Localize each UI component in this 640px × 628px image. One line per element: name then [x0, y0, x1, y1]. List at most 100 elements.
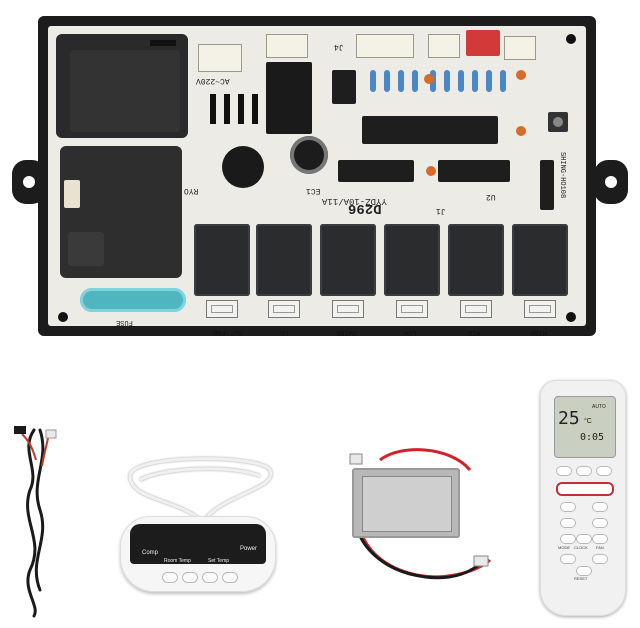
resistor	[486, 70, 492, 92]
header-connector	[266, 34, 308, 58]
remote-mode-label: MODE	[558, 545, 570, 550]
remote-temperature: 25	[558, 408, 580, 429]
mounting-ear-left	[12, 160, 46, 204]
display-power-label: Power	[240, 546, 258, 552]
display-pin-header	[540, 160, 554, 210]
relay-mid	[448, 224, 504, 296]
relay-low	[384, 224, 440, 296]
remote-reset-label: RESET	[574, 576, 588, 581]
remote-key[interactable]	[576, 466, 592, 476]
remote-clock-label: CLOCK	[574, 545, 588, 550]
microcontroller-chip	[362, 116, 498, 144]
remote-power-button[interactable]	[556, 482, 614, 496]
transformer	[352, 468, 460, 538]
resistor	[500, 70, 506, 92]
switch-button-cap[interactable]	[553, 117, 563, 127]
remote-key[interactable]	[560, 502, 576, 512]
relay-terminal-low	[396, 300, 428, 318]
silk-part-label: YYDZ-10A/11A	[322, 196, 387, 206]
silk-ac-label: AC~220V	[196, 76, 230, 85]
silk-mid-label: MID	[467, 328, 481, 336]
resistor	[458, 70, 464, 92]
diode	[224, 94, 230, 124]
ceramic-capacitor	[516, 70, 526, 80]
relay-out-fan	[194, 224, 250, 296]
resistor	[412, 70, 418, 92]
fuse	[80, 288, 186, 312]
display-room-temp-label: Room Temp	[164, 558, 191, 564]
resistor	[472, 70, 478, 92]
relay-terminal-block	[68, 232, 104, 266]
diode	[252, 94, 258, 124]
silk-ec1-label: EC1	[306, 186, 321, 195]
remote-reset-key[interactable]	[576, 566, 592, 576]
pcb-mount-hole	[566, 312, 576, 322]
remote-lcd-screen	[554, 396, 616, 458]
diode	[238, 94, 244, 124]
electrolytic-capacitor	[290, 136, 328, 174]
silk-fuse-label: FUSE	[116, 318, 133, 326]
resistor	[444, 70, 450, 92]
relay-terminal-high	[524, 300, 556, 318]
remote-fan-label: FAN	[596, 545, 604, 550]
diode	[210, 94, 216, 124]
silk-u2-label: U2	[486, 192, 496, 201]
display-set-temp-label: Set Temp	[208, 558, 230, 564]
silk-j1-label: J1	[436, 206, 446, 215]
silk-high-label: HIGH	[529, 328, 547, 336]
red-connector	[466, 30, 500, 56]
display-button-3[interactable]	[202, 572, 218, 583]
jumper	[150, 40, 176, 46]
relay-swing	[320, 224, 376, 296]
power-relay-cover	[70, 50, 180, 132]
resistor	[384, 70, 390, 92]
display-panel-screen	[130, 524, 266, 564]
remote-temp-unit: °C	[584, 418, 592, 425]
buzzer	[222, 146, 264, 188]
relay-terminal-out-fan	[206, 300, 238, 318]
display-button-1[interactable]	[162, 572, 178, 583]
ceramic-capacitor	[516, 126, 526, 136]
remote-key[interactable]	[592, 502, 608, 512]
silk-low-label: LOW	[403, 328, 417, 336]
display-button-2[interactable]	[182, 572, 198, 583]
header-connector	[356, 34, 414, 58]
display-button-4[interactable]	[222, 572, 238, 583]
resistor	[370, 70, 376, 92]
silk-ur-label: UR	[279, 328, 289, 336]
display-cable	[128, 457, 273, 522]
ac-input-connector	[198, 44, 242, 72]
relay-terminal	[64, 180, 80, 208]
transistor	[332, 70, 356, 104]
remote-timer: 0:05	[580, 432, 605, 443]
relay-terminal-ur	[268, 300, 300, 318]
remote-mode-key[interactable]	[560, 534, 576, 544]
relay-terminal-mid	[460, 300, 492, 318]
remote-fan-key[interactable]	[592, 534, 608, 544]
remote-key[interactable]	[592, 518, 608, 528]
driver-chip	[438, 160, 510, 182]
silk-j4-label: J4	[334, 42, 344, 51]
header-connector	[428, 34, 460, 58]
display-comp-label: Comp	[142, 550, 159, 556]
relay-high	[512, 224, 568, 296]
mounting-ear-right	[594, 160, 628, 204]
pcb-mount-hole	[58, 312, 68, 322]
remote-key[interactable]	[560, 554, 576, 564]
remote-auto-label: AUTO	[592, 404, 606, 410]
remote-clock-key[interactable]	[576, 534, 592, 544]
voltage-regulator-heatsink	[266, 62, 312, 134]
remote-key[interactable]	[596, 466, 612, 476]
silk-display-label: SHING-HO108	[558, 152, 566, 199]
wire-harness	[14, 426, 57, 618]
relay-ur	[256, 224, 312, 296]
remote-key[interactable]	[592, 554, 608, 564]
ceramic-capacitor	[424, 74, 434, 84]
pcb-mount-hole	[566, 34, 576, 44]
silk-out-fan-label: OUT-FAN	[213, 328, 243, 336]
remote-key[interactable]	[556, 466, 572, 476]
resistor	[398, 70, 404, 92]
ceramic-capacitor	[426, 166, 436, 176]
remote-key[interactable]	[560, 518, 576, 528]
driver-chip	[338, 160, 414, 182]
